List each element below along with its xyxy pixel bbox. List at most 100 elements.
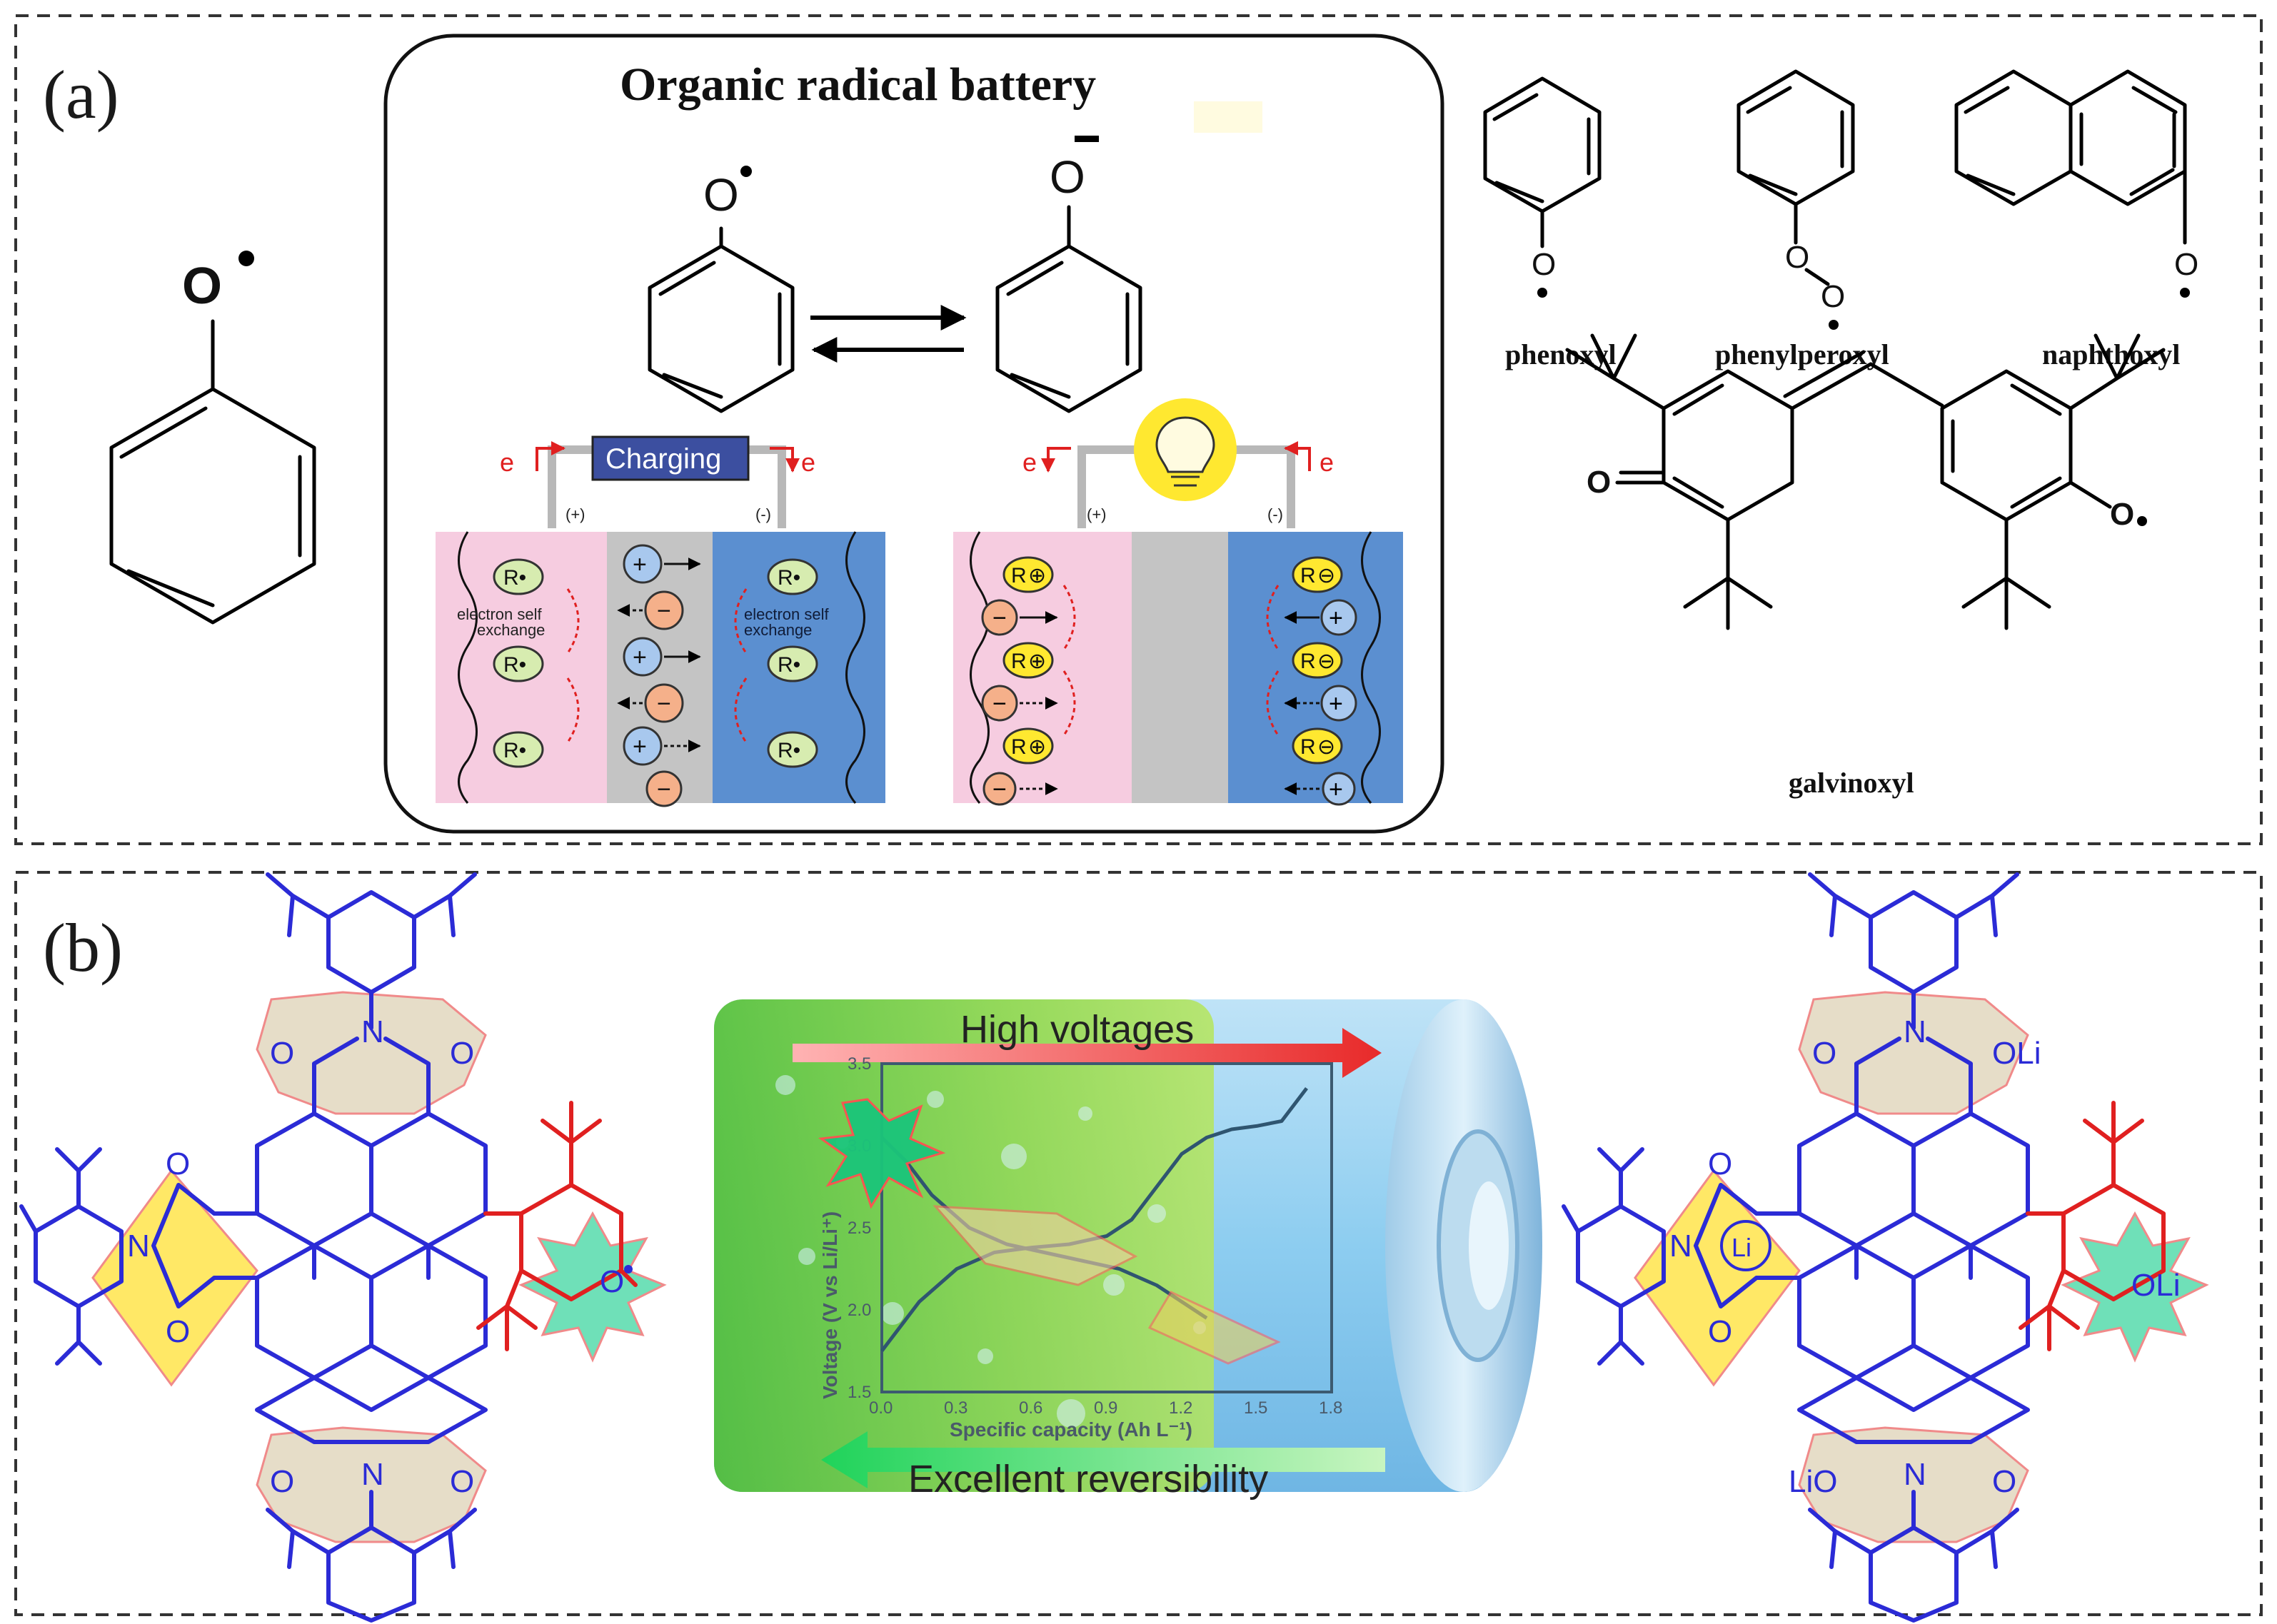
svg-text:+: + (1329, 605, 1343, 632)
x-tick-label: 0.3 (944, 1398, 967, 1418)
x-tick-label: 1.5 (1244, 1398, 1267, 1418)
anion-units-anode: R⊖ R⊖ R⊖ + + + (1266, 556, 1357, 806)
y-tick-label: 2.5 (848, 1219, 871, 1238)
svg-text:O: O (166, 1146, 190, 1181)
svg-text:O: O (270, 1464, 294, 1499)
y-axis-label: Voltage (V vs Li/Li⁺) (819, 1211, 841, 1399)
svg-text:R•: R• (503, 566, 526, 590)
charging-label-box (591, 435, 750, 481)
svg-text:OLi: OLi (1992, 1036, 2041, 1071)
svg-text:−: − (657, 776, 671, 803)
svg-text:O: O (1050, 151, 1085, 203)
svg-text:OLi: OLi (2131, 1268, 2180, 1303)
y-tick-label: 3.5 (848, 1054, 871, 1074)
svg-text:(-): (-) (755, 505, 771, 523)
ions-separator: + − + − + − (617, 544, 701, 807)
svg-text:R: R (1011, 735, 1027, 759)
svg-text:e: e (1320, 448, 1334, 477)
svg-text:⊕: ⊕ (1028, 564, 1046, 587)
svg-text:N: N (361, 1014, 384, 1049)
naphthoxyl-molecule: O naphthoxyl (1954, 69, 2198, 370)
x-tick-label: 1.8 (1319, 1398, 1342, 1418)
x-tick-label: 0.6 (1019, 1398, 1042, 1418)
svg-text:N: N (1904, 1014, 1926, 1049)
svg-text:O: O (1821, 279, 1845, 314)
svg-text:N: N (1904, 1457, 1926, 1492)
radical-units-anode: R• R• R• electron self exchange (734, 558, 830, 768)
panel-a-frame (14, 14, 2263, 845)
cation-units-cathode: R⊕ R⊕ R⊕ − − − (981, 556, 1076, 806)
panel-b-label: (b) (43, 909, 123, 986)
y-tick-label: 1.5 (848, 1383, 871, 1402)
excellent-reversibility-label: Excellent reversibility (908, 1458, 1268, 1501)
left-radical-molecule: N O O O O N O O N O (19, 872, 667, 1623)
svg-text:N: N (361, 1457, 384, 1492)
svg-text:phenoxyl: phenoxyl (1505, 338, 1617, 370)
svg-text:+: + (633, 551, 647, 578)
svg-text:R: R (1011, 650, 1027, 673)
svg-text:R: R (1300, 650, 1316, 673)
reversibility-arrow (821, 1431, 1385, 1488)
svg-text:R: R (1011, 564, 1027, 587)
x-tick-label: 1.2 (1169, 1398, 1192, 1418)
phenolate-anion-product: O (995, 136, 1142, 413)
svg-text:+: + (633, 644, 647, 671)
high-voltages-label: High voltages (960, 1008, 1194, 1051)
svg-text:O: O (1708, 1314, 1732, 1349)
svg-text:phenylperoxyl: phenylperoxyl (1715, 338, 1889, 370)
svg-text:N: N (127, 1229, 150, 1264)
svg-text:Li: Li (1731, 1233, 1751, 1262)
battery-illustration: High voltages Excellent reversibility Vo… (714, 999, 1542, 1501)
svg-text:O: O (1587, 465, 1611, 500)
svg-text:−: − (992, 605, 1007, 632)
svg-text:electron self: electron self (744, 605, 830, 623)
svg-text:⊖: ⊖ (1317, 650, 1335, 673)
svg-text:O: O (182, 258, 222, 315)
phenoxyl-molecule: O phenoxyl (1483, 76, 1617, 370)
phenoxyl-large: O (109, 251, 316, 625)
radical-units-cathode: R• R• R• electron self exchange (457, 558, 580, 768)
svg-text:O: O (1812, 1036, 1836, 1071)
galvinoxyl-molecule: O O galvinoxyl (1565, 333, 2166, 799)
svg-text:R: R (1300, 735, 1316, 759)
svg-text:electron self: electron self (457, 605, 543, 623)
high-voltages-arrow (793, 1028, 1382, 1078)
svg-text:⊕: ⊕ (1028, 650, 1046, 673)
bubbles (775, 1075, 1206, 1428)
svg-text:R•: R• (778, 739, 800, 762)
svg-text:−: − (992, 690, 1007, 717)
x-tick-label: 0.9 (1094, 1398, 1117, 1418)
center-title: Organic radical battery (620, 59, 1096, 111)
svg-text:O: O (166, 1314, 190, 1349)
discharging-cell: e e (+) (-) R⊕ R⊕ R⊕ − − − R⊖ (953, 398, 1403, 806)
svg-text:R: R (1300, 564, 1316, 587)
svg-text:exchange: exchange (744, 621, 812, 639)
svg-text:⊕: ⊕ (1028, 735, 1046, 759)
svg-text:+: + (1329, 776, 1343, 803)
svg-text:e: e (500, 448, 514, 477)
svg-text:⊖: ⊖ (1317, 735, 1335, 759)
svg-text:⊖: ⊖ (1317, 564, 1335, 587)
right-lithiated-molecule: N O OLi LiO O N O O N Li OLi (1562, 872, 2209, 1623)
svg-text:(+): (+) (1087, 505, 1107, 523)
svg-text:R•: R• (503, 653, 526, 677)
x-tick-label: 0.0 (869, 1398, 893, 1418)
svg-text:O: O (450, 1036, 474, 1071)
svg-text:e: e (1022, 448, 1037, 477)
svg-text:R•: R• (778, 566, 800, 590)
svg-text:O: O (270, 1036, 294, 1071)
chart-plot-area (880, 1062, 1333, 1393)
svg-text:−: − (657, 597, 671, 625)
svg-text:galvinoxyl: galvinoxyl (1789, 767, 1914, 799)
y-tick-label: 2.0 (848, 1301, 871, 1320)
x-axis-label: Specific capacity (Ah L⁻¹) (950, 1418, 1192, 1441)
svg-text:O: O (1532, 247, 1556, 282)
svg-text:O: O (2174, 247, 2198, 282)
phenoxyl-radical-reactant: O (648, 166, 795, 413)
svg-text:LiO: LiO (1789, 1464, 1837, 1499)
svg-text:O: O (450, 1464, 474, 1499)
series-line-1 (880, 1086, 1308, 1353)
panel-a-label: (a) (43, 56, 119, 133)
svg-text:(+): (+) (566, 505, 585, 523)
